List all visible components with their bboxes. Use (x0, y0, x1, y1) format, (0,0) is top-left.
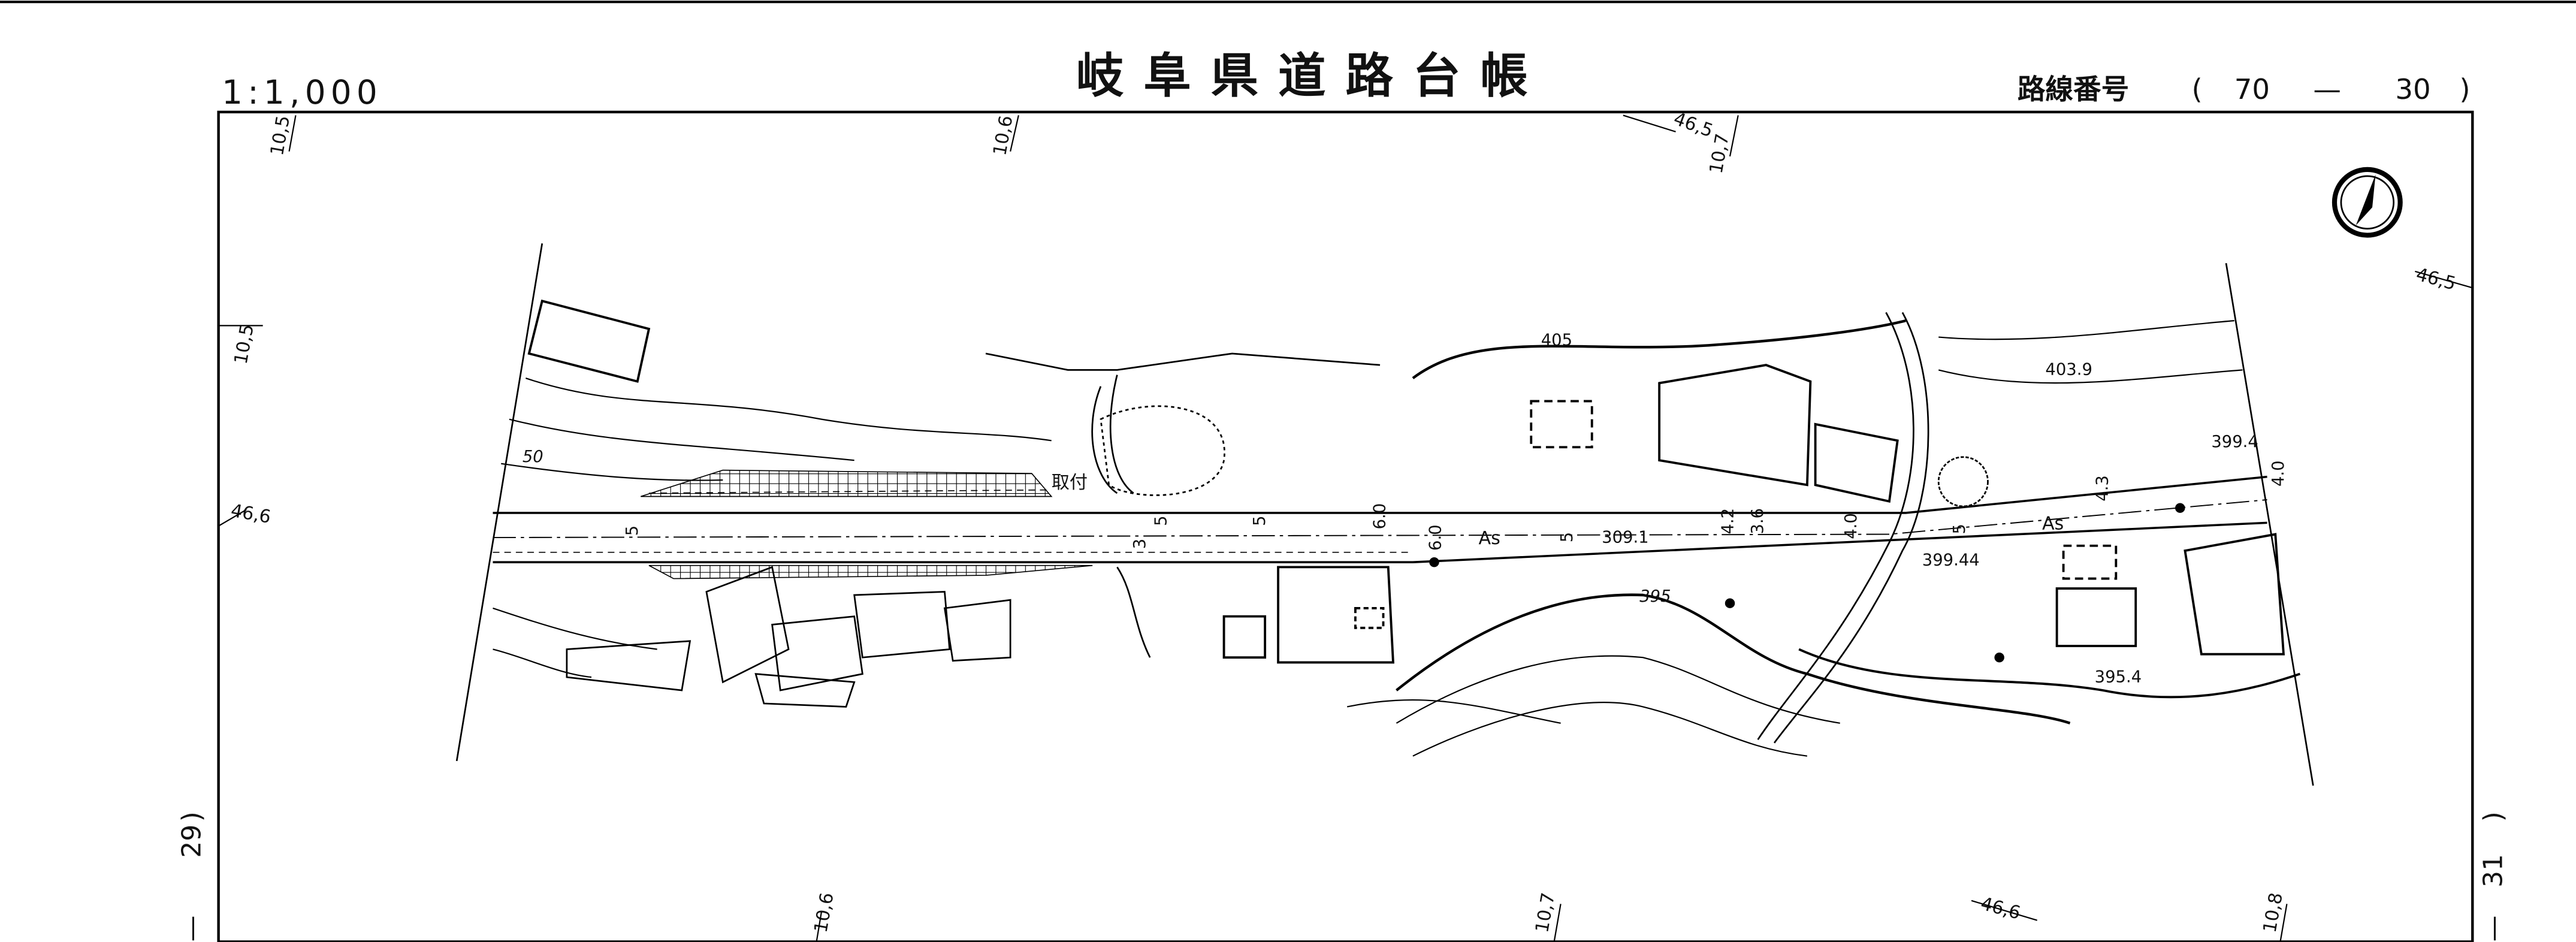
grid-label: 10,6 (989, 114, 1017, 157)
paths (985, 312, 1929, 744)
road-width-labels: 5 3 5 5 6.0 6.0 5 4.2 3.6 4.0 5 4.3 4.0 (623, 460, 2288, 551)
width-label: 3.6 (1748, 508, 1767, 535)
width-label: 4.2 (1719, 508, 1738, 535)
buildings (527, 299, 2285, 664)
elevation-label: 399.4 (2211, 433, 2258, 451)
field-plots (566, 405, 1989, 708)
route-number: 路線番号 ( 70 — 30 ) (2018, 73, 2471, 105)
route-label: 路線番号 (2018, 73, 2129, 105)
retaining-wall-north (641, 469, 1053, 497)
surface-label: As (1479, 528, 1500, 549)
elevation-label: 403.9 (2045, 361, 2092, 379)
building (1222, 615, 1267, 659)
width-label: 3 (1131, 539, 1149, 549)
grid-ticks (218, 114, 2473, 942)
next-sheet-paren: ) (2478, 811, 2509, 822)
route-major-number: 70 (2234, 73, 2270, 105)
grid-label: 10,5 (231, 322, 258, 366)
grid-labels: 10,5 10,6 46,5 10,7 10,5 46,6 46,5 10,6 … (229, 108, 2458, 934)
building (527, 299, 651, 383)
map-frame (217, 110, 2474, 942)
route-paren-open: ( (2191, 73, 2202, 105)
building (2055, 587, 2137, 647)
width-label: 5 (1152, 515, 1171, 526)
width-label: 5 (1558, 532, 1577, 542)
prev-sheet-dash: — (176, 916, 207, 942)
grid-label: 46,6 (1979, 893, 2023, 924)
building (1277, 566, 1394, 664)
elevation-label: 399.44 (1922, 551, 1980, 570)
width-label: 4.0 (1842, 513, 1861, 539)
width-label: 4.3 (2094, 475, 2112, 502)
next-sheet-text: 31 (2478, 854, 2509, 887)
width-label: 5 (1950, 524, 1969, 534)
route-dash: — (2313, 73, 2341, 105)
route-paren-close: ) (2459, 73, 2470, 105)
width-label: 5 (623, 526, 642, 536)
surface-label: As (2042, 513, 2064, 534)
contour-lines (493, 319, 2300, 757)
width-label: 6.0 (1426, 524, 1445, 551)
access-road-label: 取付 (1052, 472, 1088, 493)
grid-label: 10,5 (267, 114, 294, 157)
contour-label: 405 (1541, 331, 1572, 349)
width-label: 4.0 (2269, 460, 2288, 487)
route-minor-number: 30 (2395, 73, 2430, 105)
survey-points (1429, 503, 2185, 663)
scale-label: 1:1,000 (222, 73, 382, 111)
prev-sheet-paren: ) (176, 811, 207, 822)
contour-label: 50 (523, 448, 543, 466)
map-labels: 405 50 395 403.9 399.4 399.44 395.4 309.… (523, 331, 2258, 686)
width-label: 6.0 (1370, 503, 1389, 530)
grid-label: 10,7 (1532, 891, 1559, 934)
grid-label: 46,5 (2414, 264, 2458, 295)
width-label: 5 (1251, 515, 1269, 526)
next-sheet-dash: — (2478, 916, 2509, 942)
next-sheet-number: 31 ) — (2478, 811, 2509, 941)
grid-label: 46,5 (1671, 108, 1716, 142)
building (1814, 422, 1899, 503)
elevation-label: 395.4 (2095, 668, 2142, 686)
prev-sheet-text: 29 (176, 825, 207, 858)
contour-label: 395 (1639, 587, 1671, 606)
grid-label: 10,6 (810, 891, 838, 934)
map-extent-lines (455, 243, 2314, 786)
building (1658, 364, 1812, 487)
grid-label: 46,6 (229, 500, 272, 528)
grid-label: 10,7 (1706, 132, 1734, 175)
elevation-label: 309.1 (1602, 528, 1648, 547)
building (2184, 533, 2285, 656)
north-arrow-icon (2332, 167, 2403, 238)
prev-sheet-number: 29 ) — (176, 811, 207, 941)
retaining-wall-south (648, 564, 1093, 579)
sheet-title: 岐阜県道路台帳 (1076, 48, 1548, 104)
